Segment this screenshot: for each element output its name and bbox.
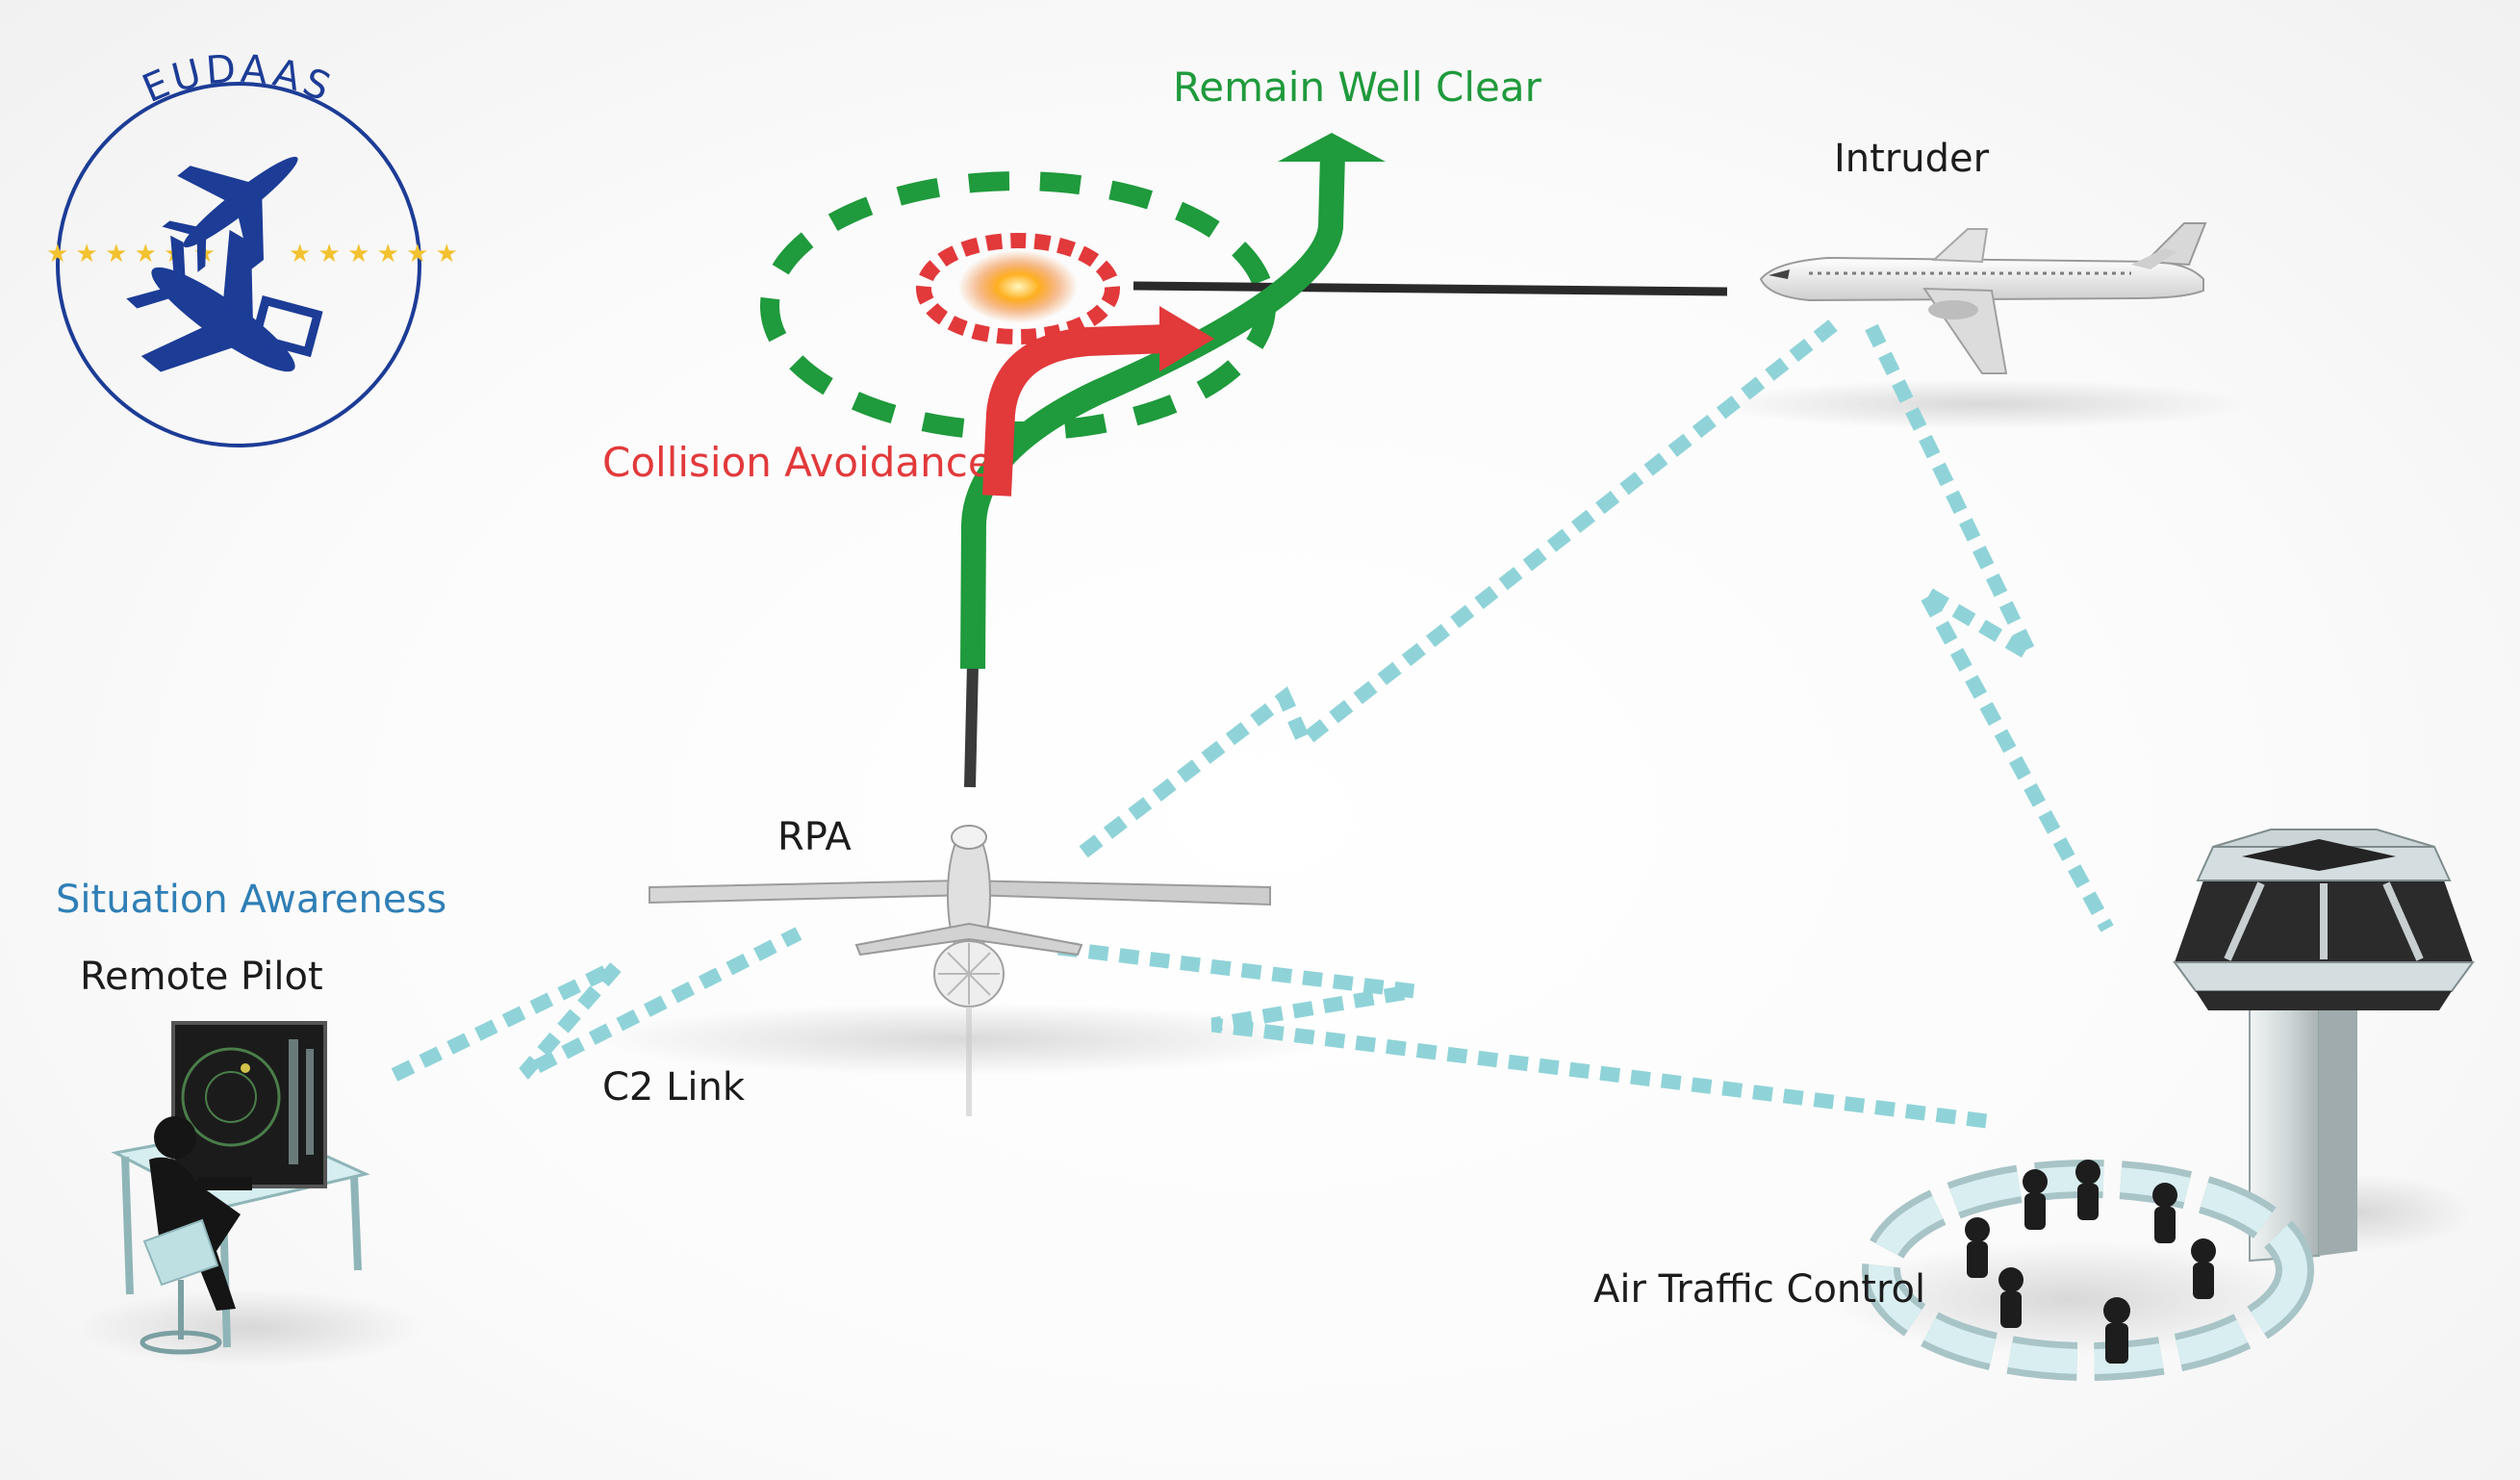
- collision-avoidance-arrowhead: [1159, 306, 1214, 371]
- logo-stars: ★ ★ ★ ★ ★ ★ ★ ★ ★ ★ ★ ★: [46, 239, 458, 268]
- c2-link-label: C2 Link: [602, 1065, 746, 1110]
- logo-ring: [56, 82, 421, 447]
- rpa-aircraft-icon: [649, 825, 1271, 1116]
- remote-pilot-station-icon: [111, 1021, 370, 1355]
- intruder-to-atc-link: [1865, 323, 2114, 932]
- collision-avoidance-label: Collision Avoidance: [602, 439, 993, 486]
- collision-avoidance-path: [982, 306, 1214, 497]
- control-tower-icon: [2173, 829, 2475, 1263]
- intruder-track: [1133, 281, 1728, 296]
- ground-shadows: [77, 379, 2473, 1366]
- collision-burst-icon: [958, 250, 1078, 323]
- radar-monitor-icon: [171, 1021, 327, 1188]
- logo-text-path: EUDAAS: [137, 47, 337, 112]
- logo-airplane-upper-icon: [162, 156, 298, 272]
- atc-workstations-icon: [1862, 1160, 2314, 1381]
- intruder-aircraft-icon: [1759, 222, 2207, 374]
- eudaas-logo: EUDAAS ★ ★ ★ ★ ★ ★ ★ ★ ★ ★ ★ ★: [46, 47, 458, 447]
- data-links: [391, 319, 2114, 1129]
- rpa-track: [964, 663, 979, 788]
- logo-airplane-lower-icon: [126, 229, 323, 372]
- c2-link: [391, 927, 802, 1082]
- remain-well-clear-label: Remain Well Clear: [1173, 64, 1541, 111]
- remain-well-clear-arrowhead: [1278, 133, 1386, 162]
- logo-text: EUDAAS: [137, 47, 341, 112]
- collision-avoidance-zone: [916, 233, 1120, 344]
- air-traffic-control-label: Air Traffic Control: [1593, 1267, 1926, 1312]
- svg-text:★ ★ ★ ★ ★ ★: ★ ★ ★ ★ ★ ★: [289, 239, 458, 268]
- intruder-to-rpa-link: [1073, 319, 1838, 862]
- rpa-label: RPA: [777, 815, 852, 859]
- situation-awareness-label: Situation Awareness: [56, 878, 447, 922]
- pilot-head: [154, 1116, 196, 1159]
- remote-pilot-label: Remote Pilot: [80, 955, 323, 999]
- intruder-label: Intruder: [1834, 137, 1990, 181]
